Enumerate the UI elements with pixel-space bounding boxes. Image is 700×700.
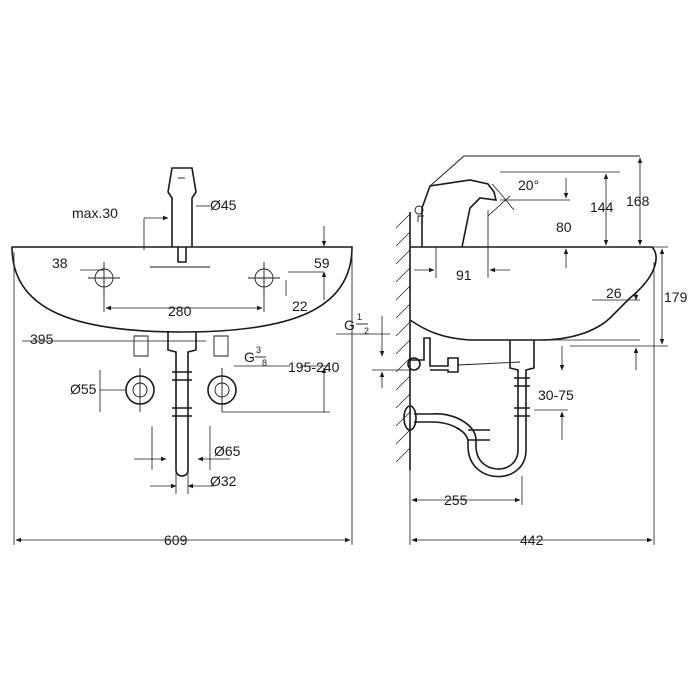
- front-thread-num: 3: [256, 345, 261, 355]
- dim-30-75: 30-75: [538, 387, 574, 403]
- front-view: max.30 Ø45 38 59 280 22 395 G 3 8 195-24…: [11, 167, 353, 548]
- waste-trap-side: [403, 340, 535, 478]
- side-view: 20° 144 168 80 91 179 26 G 1: [336, 155, 688, 548]
- dim-609: 609: [164, 532, 188, 548]
- dim-dia-45: Ø45: [210, 197, 237, 213]
- angle-valve-side: [407, 337, 521, 373]
- front-thread-prefix: G: [244, 349, 255, 365]
- dim-442: 442: [520, 532, 544, 548]
- dim-80: 80: [556, 219, 572, 235]
- dim-144: 144: [590, 199, 614, 215]
- dim-91: 91: [456, 267, 472, 283]
- mixer-tap: [167, 167, 197, 263]
- wall: [395, 212, 411, 470]
- angle-valve-right: [207, 368, 237, 412]
- tap-hole-left: [88, 262, 120, 296]
- dim-59: 59: [314, 255, 330, 271]
- basin-side-outline: [409, 246, 657, 341]
- tap-hole-right: [248, 262, 280, 296]
- side-thread-prefix: G: [344, 317, 355, 333]
- dim-179: 179: [664, 289, 688, 305]
- mixer-tap-side: [414, 155, 640, 248]
- dim-dia-32: Ø32: [210, 473, 237, 489]
- side-thread-den: 2: [364, 326, 369, 336]
- dim-26: 26: [606, 285, 622, 301]
- basin-outline: [11, 246, 353, 333]
- supply-hose-left: [133, 335, 149, 357]
- side-thread-num: 1: [357, 312, 362, 322]
- dim-195-240: 195-240: [288, 359, 340, 375]
- dim-angle-20: 20°: [518, 177, 539, 193]
- supply-hose-right: [213, 335, 229, 357]
- dim-395: 395: [30, 331, 54, 347]
- waste-trap-front: [167, 332, 197, 477]
- dim-168: 168: [626, 193, 650, 209]
- dim-max-30: max.30: [72, 205, 118, 221]
- front-thread-den: 8: [262, 358, 267, 368]
- dim-255: 255: [444, 492, 468, 508]
- dim-22: 22: [292, 298, 308, 314]
- angle-valve-left: [125, 368, 155, 412]
- dim-280: 280: [168, 303, 192, 319]
- dim-38: 38: [52, 255, 68, 271]
- dim-dia-65: Ø65: [214, 443, 241, 459]
- dim-dia-55: Ø55: [70, 381, 97, 397]
